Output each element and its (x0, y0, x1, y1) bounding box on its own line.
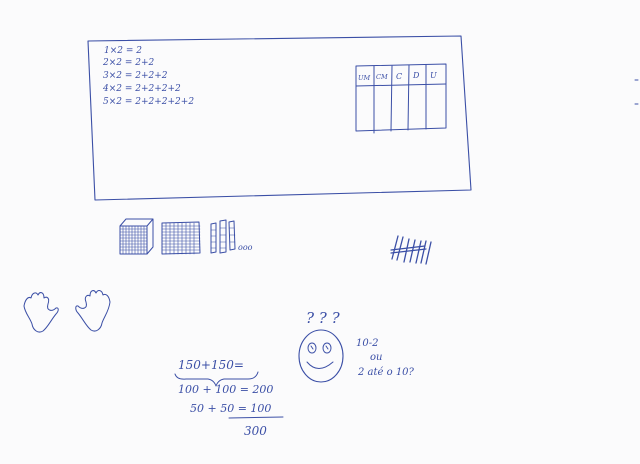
math-total: 300 (244, 424, 267, 438)
note-line-3: 2 até o 10? (357, 367, 415, 378)
math-top: 150+150= (178, 358, 244, 372)
table-header-u: U (430, 71, 437, 80)
board-line-3: 3×2 = 2+2+2 (103, 71, 168, 81)
hands-drawing (23, 290, 111, 333)
addition-work: 150+150= 100 + 100 = 200 50 + 50 = 100 3… (174, 358, 284, 438)
unit-dots: ooo (238, 243, 253, 252)
question-marks: ? ? ? (306, 309, 341, 327)
ten-rods (210, 219, 236, 254)
smiley-face (298, 329, 344, 383)
table-header-um: UM (358, 74, 370, 82)
multiplication-lines: 1×2 = 2 2×2 = 2+2 3×2 = 2+2+2 4×2 = 2+2+… (102, 46, 194, 107)
hundred-flat (161, 221, 201, 255)
base-ten-blocks: ooo (119, 218, 253, 255)
note-line-1: 10-2 (356, 338, 378, 349)
board-line-2: 2×2 = 2+2 (102, 58, 155, 68)
table-header-c: C (396, 72, 402, 81)
stick-bundle (390, 235, 432, 265)
math-line-1: 100 + 100 = 200 (178, 383, 273, 396)
note-line-2: ou (370, 352, 382, 363)
table-header-cm: CM (376, 73, 388, 81)
place-value-table: UM CM C D U (355, 63, 447, 134)
thousand-cube (119, 218, 154, 255)
edge-marks (634, 79, 639, 105)
chalkboard (87, 35, 472, 201)
board-line-1: 1×2 = 2 (104, 46, 142, 56)
board-line-4: 4×2 = 2+2+2+2 (102, 84, 181, 94)
face-note: 10-2 ou 2 até o 10? (356, 338, 415, 378)
math-line-2: 50 + 50 = 100 (190, 402, 271, 415)
board-line-5: 5×2 = 2+2+2+2+2 (103, 97, 194, 107)
table-header-d: D (412, 71, 420, 80)
